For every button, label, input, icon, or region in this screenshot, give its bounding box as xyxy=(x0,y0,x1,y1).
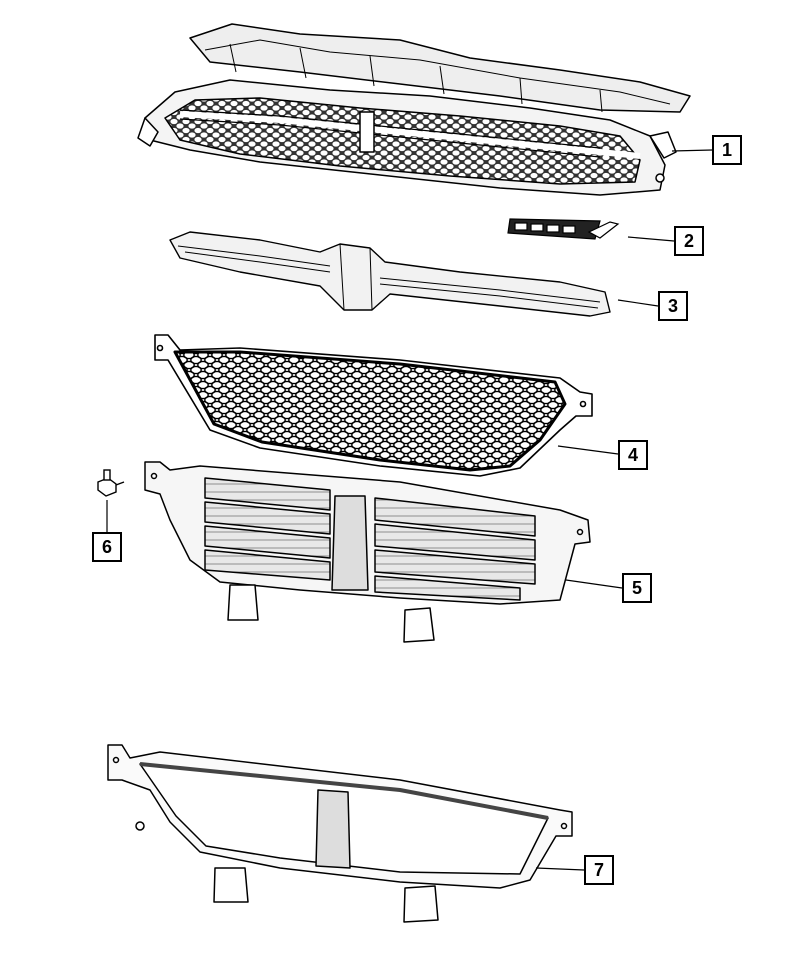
part-7-lower-frame xyxy=(107,744,573,923)
callout-6[interactable]: 6 xyxy=(92,532,122,562)
callout-5-label: 5 xyxy=(631,577,642,598)
right-louver-bank xyxy=(374,497,536,601)
callout-3[interactable]: 3 xyxy=(658,291,688,321)
leader-line-2 xyxy=(627,236,675,242)
callout-1-label: 1 xyxy=(721,139,732,160)
callout-2[interactable]: 2 xyxy=(674,226,704,256)
callout-7-label: 7 xyxy=(593,859,604,880)
leader-line-4 xyxy=(557,445,619,455)
part-4-grille-insert xyxy=(154,334,593,477)
leader-line-7 xyxy=(535,867,585,871)
callout-2-label: 2 xyxy=(683,230,694,251)
left-louver-bank xyxy=(204,477,331,581)
callout-1[interactable]: 1 xyxy=(712,135,742,165)
leader-lines xyxy=(106,149,713,871)
leader-line-3 xyxy=(617,299,659,307)
callout-4[interactable]: 4 xyxy=(618,440,648,470)
leader-line-5 xyxy=(565,579,623,589)
callout-6-label: 6 xyxy=(101,536,112,557)
leader-line-1 xyxy=(671,149,713,152)
callout-7[interactable]: 7 xyxy=(584,855,614,885)
callout-4-label: 4 xyxy=(627,444,638,465)
part-2-emblem xyxy=(507,218,620,240)
callout-3-label: 3 xyxy=(667,295,678,316)
part-5-shutter-assembly xyxy=(144,461,591,643)
callout-5[interactable]: 5 xyxy=(622,573,652,603)
part-6-fastener xyxy=(97,469,125,497)
part-1-grille-assembly xyxy=(137,23,691,196)
part-3-crosshair-bar xyxy=(169,231,611,317)
